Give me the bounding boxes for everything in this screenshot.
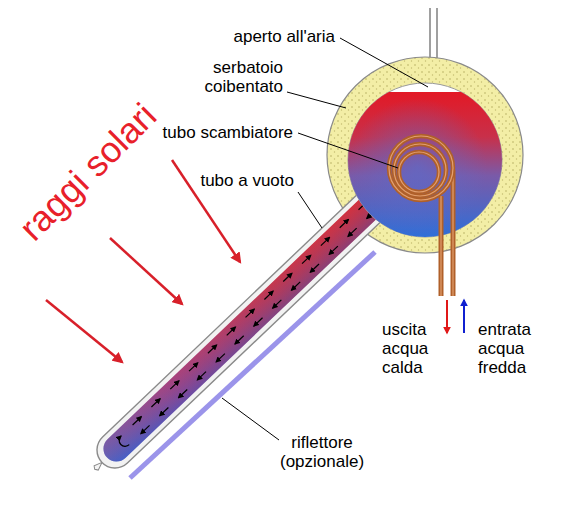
flow-arrow bbox=[321, 237, 330, 245]
flow-arrow bbox=[348, 228, 357, 236]
flow-arrow bbox=[141, 425, 150, 433]
flow-arrow bbox=[254, 318, 263, 326]
vent-label: aperto all'aria bbox=[233, 27, 335, 46]
tube-label: tubo a vuoto bbox=[200, 171, 294, 190]
reflector bbox=[130, 252, 375, 478]
flow-arrow bbox=[208, 345, 217, 353]
reflector-label: riflettore (opzionale) bbox=[280, 433, 364, 471]
coil-label: tubo scambiatore bbox=[163, 123, 293, 142]
flow-arrow bbox=[160, 407, 169, 415]
vacuum-tube bbox=[82, 171, 406, 482]
flow-arrow bbox=[133, 417, 142, 425]
flow-arrow bbox=[291, 282, 300, 290]
inlet-label: entrata acqua fredda bbox=[478, 320, 531, 377]
tank bbox=[348, 83, 502, 237]
flow-arrow bbox=[310, 264, 319, 272]
leader-lines bbox=[222, 38, 428, 440]
flow-arrow bbox=[302, 255, 311, 263]
tank-label: serbatoio coibentato bbox=[205, 58, 283, 96]
flow-arrow bbox=[329, 246, 338, 254]
hot-water bbox=[348, 92, 502, 237]
flow-arrow bbox=[273, 300, 282, 308]
flow-arrow bbox=[170, 381, 179, 389]
flow-arrow bbox=[117, 436, 130, 449]
flow-arrow bbox=[264, 291, 273, 299]
flow-arrow bbox=[189, 363, 198, 371]
flow-arrow bbox=[235, 336, 244, 344]
flow-arrow bbox=[227, 327, 236, 335]
flow-arrow bbox=[246, 309, 255, 317]
flow-arrow bbox=[197, 372, 206, 380]
outlet-label: uscita acqua calda bbox=[382, 320, 428, 377]
flow-arrow bbox=[216, 354, 225, 362]
flow-arrow bbox=[179, 390, 188, 398]
cold-in-arrow bbox=[463, 300, 465, 333]
flow-arrow bbox=[283, 273, 292, 281]
heat-exchanger-coil bbox=[389, 136, 453, 296]
flow-arrow bbox=[340, 219, 349, 227]
sun-title: raggi solari bbox=[12, 96, 165, 249]
flow-arrow bbox=[151, 399, 160, 407]
hot-out-arrow bbox=[446, 300, 448, 333]
